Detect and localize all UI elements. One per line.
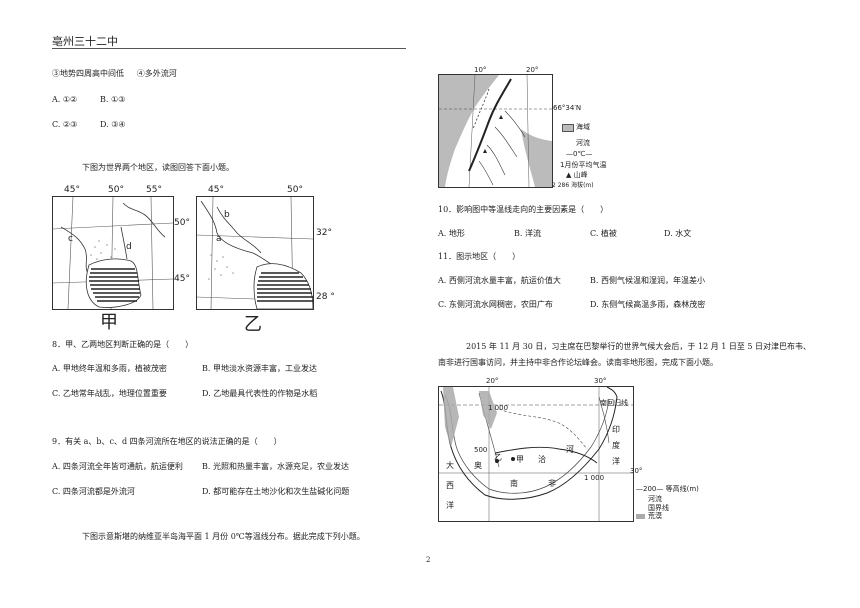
q11-choice-b: B. 西侧气候温和湿润，年温差小 — [590, 276, 705, 285]
map-jia-caption: 甲 — [100, 312, 118, 333]
section-intro-3-line2: 南非进行国事访问，并主持中非合作论坛峰会。读南非地形图，完成下面小题。 — [438, 358, 718, 367]
page-number: 2 — [426, 556, 431, 564]
map-jia-lat2: 45° — [174, 274, 190, 284]
sa-map-lon2: 30° — [594, 377, 607, 385]
map-jia-lon3: 55° — [146, 185, 162, 195]
sa-label-yin: 印 — [612, 425, 620, 434]
map-jia — [52, 196, 174, 310]
q7-option-line: ③地势四周高中间低 ④多外流河 — [52, 69, 177, 78]
sa-map-lon1: 20° — [486, 377, 499, 385]
map-yi-lat1: 32° — [316, 228, 332, 238]
sa-label-ao: 奥 — [474, 461, 482, 470]
map-yi-lat2: 28 ° — [316, 292, 335, 302]
sa-label-yang: 洋 — [446, 501, 454, 510]
q9-choice-b: B. 光照和热量丰富，水源充足，农业发达 — [202, 462, 349, 471]
sa-legend-border: 国界线 — [648, 504, 669, 512]
map-jia-lat1: 50° — [174, 218, 190, 228]
sa-legend-river: 河流 — [648, 495, 662, 503]
sa-label-jia: 甲 — [516, 455, 524, 464]
sa-legend-contour: —200— 等高线(m) — [636, 485, 699, 493]
scan-map-lon1: 10° — [474, 66, 487, 74]
sa-contour-500: 500 — [474, 446, 488, 454]
q10-choice-c: C. 植被 — [590, 229, 617, 238]
q9-choice-a: A. 四条河流全年皆可通航，航运便利 — [52, 462, 183, 471]
section-intro-2: 下图示意斯堪的纳维亚半岛海平面 1 月份 0℃等温线分布。据此完成下列小题。 — [82, 532, 365, 541]
header-rule — [52, 48, 406, 49]
legend-isotherm: —0℃— — [566, 150, 593, 158]
sa-contour-1000b: 1 000 — [584, 474, 605, 482]
sa-label-yang2: 洋 — [612, 457, 620, 466]
map-yi — [196, 196, 314, 310]
map-jia-label-d: d — [126, 242, 132, 252]
section-intro-3-line1: 2015 年 11 月 30 日，习主席在巴黎举行的世界气候大会后，于 12 月… — [466, 342, 812, 351]
q10-choice-a: A. 地形 — [438, 229, 465, 238]
header-school: 亳州三十二中 — [52, 35, 118, 48]
legend-peak: ▲ 山峰 — [566, 171, 588, 179]
q8-choice-c: C. 乙地常年战乱，地理位置重要 — [52, 389, 167, 398]
q11-choice-c: C. 东侧河流水网稠密，农田广布 — [438, 300, 553, 309]
map-yi-caption: 乙 — [244, 314, 262, 335]
section-intro: 下图为世界两个地区，读图回答下面小题。 — [82, 163, 234, 172]
sa-label-river: 河 — [566, 445, 574, 454]
sa-label-river2: 洽 — [538, 455, 546, 464]
sa-legend-desert-swatch — [636, 514, 645, 519]
legend-elevation: 2 286 海拔(m) — [552, 182, 594, 189]
q9-choice-c: C. 四条河流都是外流河 — [52, 487, 135, 496]
sa-lat30: 30° — [630, 467, 643, 475]
q10-stem: 10．影响图中等温线走向的主要因素是（ ） — [438, 205, 609, 214]
sa-label-yi: 乙 — [494, 453, 502, 462]
legend-isotherm-desc: 1月份平均气温 — [560, 161, 607, 169]
q7-choice-b: B. ①③ — [100, 95, 126, 104]
q7-choice-d: D. ③④ — [100, 120, 126, 129]
q10-choice-d: D. 水文 — [664, 229, 692, 238]
sa-label-fei: 非 — [548, 479, 556, 488]
map-yi-lon2: 50° — [287, 185, 303, 195]
q7-choice-c: C. ②③ — [52, 120, 78, 129]
scan-map-lat: 66°34′N — [553, 104, 582, 112]
sa-legend-desert: 荒漠 — [648, 512, 662, 520]
south-africa-map — [438, 386, 634, 522]
legend-sea-swatch — [562, 124, 574, 132]
scan-map-lon2: 20° — [526, 66, 539, 74]
sa-label-nan: 南 — [510, 479, 518, 488]
q7-choice-a: A. ①② — [52, 95, 78, 104]
sa-label-da: 大 — [446, 461, 454, 470]
q11-choice-a: A. 西侧河流水量丰富，航运价值大 — [438, 276, 561, 285]
scandinavia-map — [438, 74, 553, 188]
q10-choice-b: B. 洋流 — [514, 229, 541, 238]
map-yi-label-b: b — [224, 210, 230, 220]
map-yi-label-a: a — [216, 234, 222, 244]
q8-choice-d: D. 乙地最具代表性的作物是水稻 — [202, 389, 318, 398]
sa-label-xi: 西 — [446, 481, 454, 490]
sa-contour-1000: 1 000 — [488, 404, 509, 412]
q11-choice-d: D. 东侧气候高温多雨，森林茂密 — [590, 300, 706, 309]
sa-tropic-label: 南回归线 — [600, 399, 628, 407]
q9-stem: 9．有关 a、b、c、d 四条河流所在地区的说法正确的是（ ） — [52, 437, 282, 446]
q11-stem: 11．图示地区（ ） — [438, 252, 521, 261]
map-jia-lon1: 45° — [64, 185, 80, 195]
map-jia-lon2: 50° — [108, 185, 124, 195]
map-yi-lon1: 45° — [208, 185, 224, 195]
q8-choice-a: A. 甲地终年温和多雨，植被茂密 — [52, 364, 167, 373]
sa-label-du: 度 — [612, 441, 620, 450]
q8-choice-b: B. 甲地淡水资源丰富，工业发达 — [202, 364, 317, 373]
map-jia-label-c: c — [68, 234, 73, 244]
legend-river: 河流 — [576, 139, 590, 147]
legend-sea: 海域 — [576, 123, 590, 131]
q8-stem: 8．甲、乙两地区判断正确的是（ ） — [52, 340, 194, 349]
q9-choice-d: D. 都可能存在土地沙化和次生盐碱化问题 — [202, 487, 350, 496]
